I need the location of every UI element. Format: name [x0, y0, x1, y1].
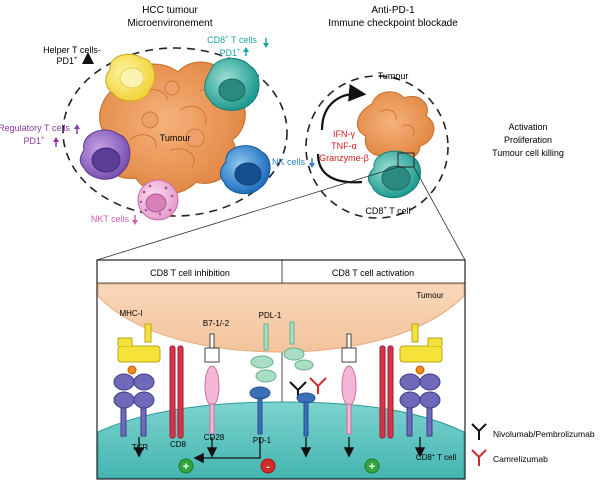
cd28-left — [204, 365, 220, 435]
treg-up-arrow-head — [74, 124, 80, 129]
effect-activation: Activation — [508, 122, 547, 132]
blockade-cd8-cell — [367, 150, 421, 199]
effect-proliferation: Proliferation — [504, 135, 552, 145]
legend-camrelizumab-label: Camrelizumab — [493, 454, 548, 464]
pdl1-left — [250, 323, 277, 383]
treg-pd1-label: PD1+ — [23, 136, 45, 146]
cd8-t-cells-label: CD8+ T cells — [207, 35, 257, 45]
antibody-camrelizumab-panel — [309, 377, 327, 394]
cd8-t-cell — [204, 57, 260, 111]
tumour-label: Tumour — [160, 133, 191, 143]
nkt-cell — [137, 179, 179, 221]
anti-pd1-blockade: Anti-PD-1 Immune checkpoint blockade Tum… — [305, 5, 458, 219]
zoom-box — [397, 152, 415, 168]
anti-pd1-title-line1: Anti-PD-1 — [371, 5, 415, 16]
panel-cd8-tcell-label: CD8+ T cell — [416, 453, 457, 462]
blockade-boundary — [305, 75, 449, 219]
tcr-left — [113, 373, 155, 437]
legend-camrelizumab-icon — [471, 449, 487, 466]
anti-pd1-title-line2: Immune checkpoint blockade — [328, 18, 458, 29]
mhc-i-left — [117, 323, 161, 375]
zoom-line-left — [96, 166, 399, 261]
tcr-label: TCR — [132, 443, 149, 452]
pd1-left — [249, 386, 271, 435]
mechanism-panel: CD8 T cell inhibition CD8 T cell activat… — [96, 259, 466, 480]
cytokine-granzyme: Granzyme-β — [319, 153, 369, 163]
cd8-coreceptor-left — [169, 345, 184, 439]
helper-t-cells-label: Helper T cells- — [43, 45, 101, 55]
cd28-label: CD28 — [204, 433, 225, 442]
mhc-i-right — [399, 323, 443, 375]
b7-left — [204, 333, 220, 363]
nk-cell — [219, 145, 271, 195]
pd1-label: PD-1 — [253, 436, 272, 445]
cd8-label: CD8 — [170, 440, 187, 449]
pd1-right — [296, 392, 316, 437]
panel-left-title: CD8 T cell inhibition — [150, 268, 230, 278]
cytokine-tnf: TNF-α — [331, 141, 357, 151]
minus-badge: - — [260, 458, 276, 474]
pdl1-label: PDL-1 — [259, 311, 282, 320]
pd1-inhibit-arrow — [193, 437, 261, 464]
cycle-arrow-top — [320, 84, 367, 131]
nkt-cells-label: NKT cells — [91, 214, 130, 224]
legend-nivolumab-icon — [471, 423, 487, 440]
nk-cells-label: NK cells — [272, 157, 306, 167]
helper-t-cell — [105, 53, 156, 102]
cycle-arrow-bottom — [316, 153, 363, 184]
hcc-title-line2: Microenvironement — [127, 18, 212, 29]
cytokine-ifn: IFN-γ — [333, 129, 355, 139]
helper-pd1-label: PD1+ — [56, 56, 78, 66]
cd8-pd1-up-arrow-head — [243, 47, 249, 52]
cd8-coreceptor-right — [379, 345, 394, 439]
treg-pd1-up-arrow-head — [53, 137, 59, 142]
tme-boundary — [62, 47, 288, 217]
blockade-tumour — [356, 91, 435, 161]
minus-sign: - — [266, 461, 270, 473]
legend-nivolumab-label: Nivolumab/Pembrolizumab — [493, 429, 595, 439]
effect-killing: Tumour cell killing — [492, 148, 564, 158]
mhc-label: MHC-I — [119, 309, 142, 318]
pdl1-right — [283, 321, 314, 371]
plus-badge-left: + — [178, 458, 194, 474]
blockade-cd8-label: CD8+ T cell — [365, 206, 410, 216]
plus-sign-left: + — [183, 461, 189, 473]
plus-badge-right: + — [364, 458, 380, 474]
effects-text: Activation Proliferation Tumour cell kil… — [492, 122, 564, 158]
regulatory-t-cells-label: Regulatory T cells — [0, 123, 70, 133]
zoom-line-right — [413, 166, 466, 261]
cd8-down-arrow-head — [263, 43, 269, 48]
panel-right-title: CD8 T cell activation — [332, 268, 414, 278]
b7-label: B7-1/-2 — [203, 319, 230, 328]
plus-sign-right: + — [369, 461, 375, 473]
blockade-tumour-label: Tumour — [378, 71, 409, 81]
hcc-microenvironment: HCC tumour Microenvironement Tumour Help… — [0, 5, 315, 225]
nk-down-arrow-head — [309, 163, 315, 168]
nkt-down-arrow-head — [132, 220, 138, 225]
cd28-right — [341, 365, 357, 435]
regulatory-t-cell — [79, 129, 131, 180]
cd8-pd1-label: PD1+ — [219, 48, 241, 58]
hcc-title-line1: HCC tumour — [142, 5, 198, 16]
legend: Nivolumab/Pembrolizumab Camrelizumab — [471, 423, 595, 466]
tcr-right — [399, 373, 441, 437]
b7-right — [341, 333, 357, 363]
panel-tumour-label: Tumour — [416, 291, 444, 300]
panel-tumour-membrane — [97, 283, 465, 353]
